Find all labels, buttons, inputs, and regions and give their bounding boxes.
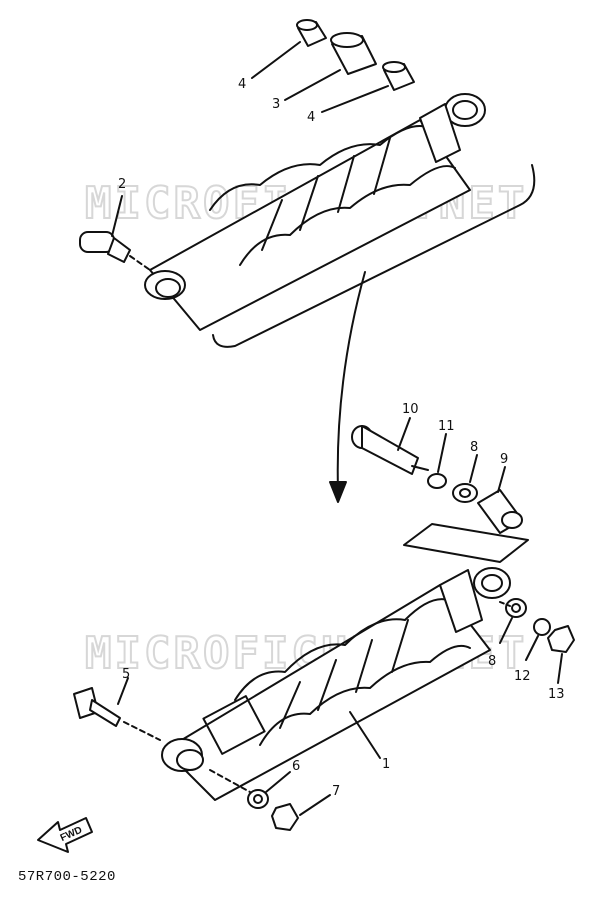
part-3-collar	[330, 32, 377, 75]
part-4-bushing-left	[296, 19, 327, 47]
part-4-bushing-right	[382, 61, 415, 91]
top-shock-assembly	[79, 19, 486, 331]
fwd-arrow-icon	[37, 817, 93, 853]
part-11-washer	[427, 473, 447, 489]
callout-6: 6	[292, 759, 300, 774]
callout-10: 10	[402, 402, 419, 417]
drawing-code: 57R700-5220	[18, 869, 116, 885]
part-13-nut	[547, 625, 575, 653]
bottom-shock-assembly	[73, 417, 575, 831]
callout-top-4a: 4	[238, 77, 246, 92]
callout-7: 7	[332, 784, 340, 799]
callout-8-top: 8	[470, 440, 478, 455]
callout-11: 11	[438, 419, 455, 434]
callout-top-4b: 4	[307, 110, 315, 125]
part-10-bolt	[351, 425, 429, 475]
part-2-bushing	[79, 231, 131, 263]
detail-arrow-line	[336, 271, 366, 491]
detail-bracket	[212, 164, 536, 348]
reference-plate	[403, 523, 529, 563]
callout-8-bottom: 8	[488, 654, 496, 669]
callout-5: 5	[122, 667, 130, 682]
callout-13: 13	[548, 687, 565, 702]
part-12-washer	[533, 618, 551, 636]
part-7-nut	[271, 803, 299, 831]
callout-top-3: 3	[272, 97, 280, 112]
callout-top-2: 2	[118, 177, 126, 192]
callout-1: 1	[382, 757, 390, 772]
detail-arrow-head	[329, 481, 347, 503]
part-5-bolt	[73, 687, 121, 727]
callout-labels: 4 3 4 2 10 11 8 9 1 5 6 7 8 12 13	[118, 77, 565, 799]
callout-9: 9	[500, 452, 508, 467]
body-label-plate	[202, 695, 266, 755]
part-9-sleeve	[477, 489, 523, 534]
callout-12: 12	[514, 669, 531, 684]
